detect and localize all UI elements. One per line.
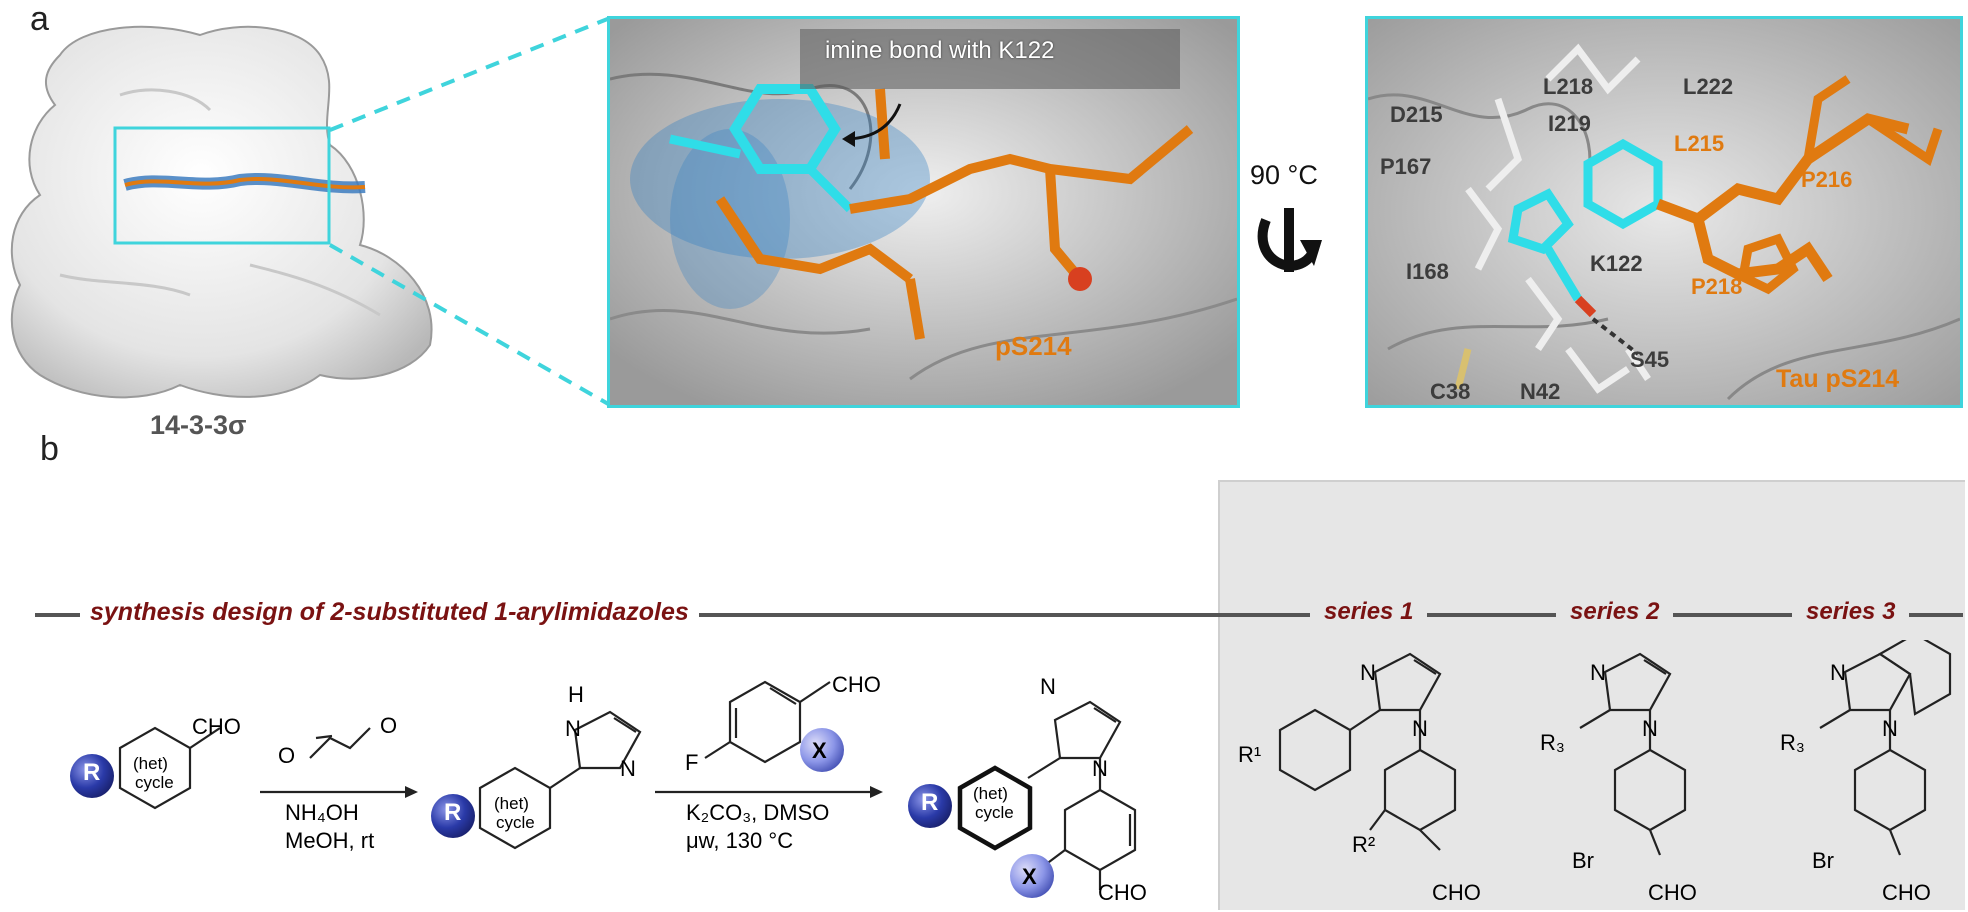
s2-CHO-label: CHO — [1648, 880, 1697, 905]
series-2-header: series 2 — [1556, 598, 1674, 626]
s1-CHO-label: CHO — [1432, 880, 1481, 905]
residue-C38: C38 — [1430, 379, 1471, 404]
panel-letter-a: a — [30, 0, 49, 38]
aryl-X-label: X — [812, 738, 827, 763]
imid-R-label: R — [444, 799, 462, 826]
s1-R1-label: R¹ — [1238, 742, 1262, 767]
detail-view-box: L218 L222 D215 I219 P167 I168 K122 S45 C… — [1365, 16, 1963, 408]
s1-N1-label: N — [1360, 660, 1376, 685]
s2-N1-label: N — [1590, 660, 1606, 685]
prod-N1-label: N — [1040, 674, 1056, 699]
step1-cond1: NH₄OH — [285, 800, 359, 825]
prod-X-label: X — [1022, 864, 1037, 889]
header-rule — [35, 613, 1963, 617]
start-cho-label: CHO — [192, 714, 241, 739]
start-ring-label-2: cycle — [135, 773, 174, 792]
prod-N2-label: N — [1092, 756, 1108, 781]
series-panel — [1218, 480, 1965, 910]
start-R-label: R — [83, 759, 101, 786]
imid-N1-label: N — [565, 716, 581, 741]
zoom-view-box: imine bond with K122 pS214 — [607, 16, 1240, 408]
rotation-arrow-icon — [1257, 208, 1322, 272]
series-3-header: series 3 — [1792, 598, 1910, 626]
glyoxal-o1: O — [278, 743, 296, 768]
residue-I168: I168 — [1406, 259, 1449, 284]
s1-R2-label: R² — [1352, 832, 1376, 857]
residue-I219: I219 — [1548, 111, 1591, 136]
s3-R3-label: R₃ — [1780, 730, 1805, 755]
zoom-view-image — [610, 19, 1237, 405]
start-ring-label-1: (het) — [133, 754, 168, 773]
step2-cond2: μw, 130 °C — [686, 828, 794, 853]
reaction-scheme — [70, 640, 1952, 898]
imid-ring-label-1: (het) — [494, 794, 529, 813]
residue-N42: N42 — [1520, 379, 1561, 404]
s3-Br-label: Br — [1812, 848, 1834, 873]
residue-K122: K122 — [1590, 251, 1643, 276]
imid-H-label: H — [568, 682, 584, 707]
imid-ring-label-2: cycle — [496, 813, 535, 832]
prod-R-label: R — [921, 789, 939, 816]
residue-D215: D215 — [1390, 102, 1443, 127]
prod-CHO-label: CHO — [1098, 880, 1147, 905]
residue-L218: L218 — [1543, 74, 1594, 99]
residue-tau-pS214: Tau pS214 — [1776, 365, 1900, 393]
s2-N2-label: N — [1642, 716, 1658, 741]
aryl-CHO-label: CHO — [832, 672, 881, 697]
protein-label: 14-3-3σ — [150, 410, 247, 440]
step1-cond2: MeOH, rt — [285, 828, 375, 853]
residue-P216: P216 — [1801, 167, 1853, 192]
scheme-header: synthesis design of 2-substituted 1-aryl… — [80, 598, 699, 627]
prod-ring-label-1: (het) — [973, 784, 1008, 803]
s2-Br-label: Br — [1572, 848, 1594, 873]
zoom-dashed-lines — [329, 16, 611, 407]
imid-N2-label: N — [620, 756, 636, 781]
s3-N2-label: N — [1882, 716, 1898, 741]
series-1-header: series 1 — [1310, 598, 1428, 626]
step2-cond1: K₂CO₃, DMSO — [686, 800, 830, 825]
prod-ring-label-2: cycle — [975, 803, 1014, 822]
s1-N2-label: N — [1412, 716, 1428, 741]
rotation-label: 90 °C — [1250, 160, 1318, 190]
glyoxal-o2: O — [380, 713, 398, 738]
s3-N1-label: N — [1830, 660, 1846, 685]
zoom-annotation: imine bond with K122 — [825, 37, 1055, 64]
residue-P218: P218 — [1691, 274, 1743, 299]
s2-R3-label: R₃ — [1540, 730, 1565, 755]
detail-view-image — [1368, 19, 1960, 405]
aryl-F-label: F — [685, 750, 699, 775]
protein-surface-image — [10, 25, 433, 399]
s3-CHO-label: CHO — [1882, 880, 1931, 905]
residue-L222: L222 — [1683, 74, 1734, 99]
residue-L215: L215 — [1674, 131, 1725, 156]
zoom-residue-label: pS214 — [995, 331, 1072, 361]
panel-letter-b: b — [40, 430, 59, 468]
residue-S45: S45 — [1630, 347, 1670, 372]
residue-P167: P167 — [1380, 154, 1432, 179]
